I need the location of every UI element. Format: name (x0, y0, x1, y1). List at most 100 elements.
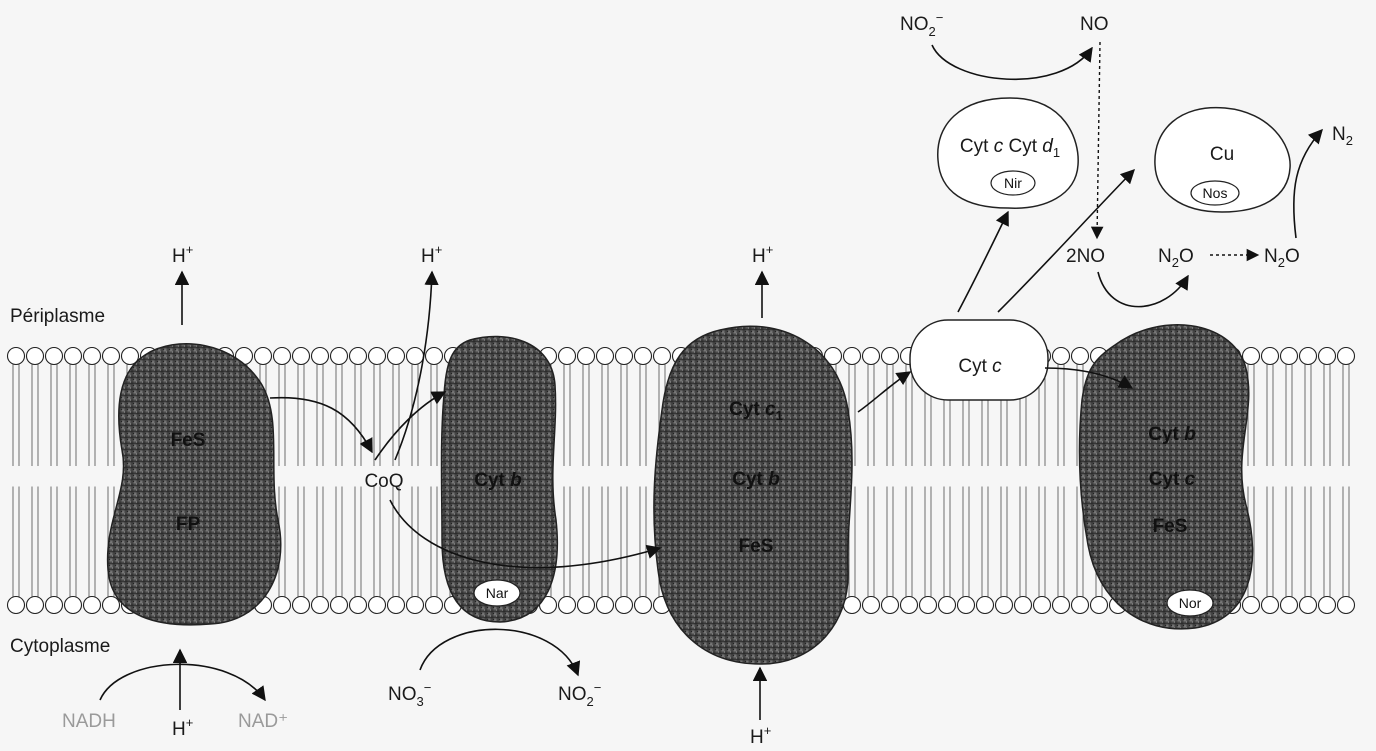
n2-label: N2 (1332, 124, 1353, 148)
lipid-head (597, 597, 614, 614)
lipid-head (388, 348, 405, 365)
lipid-head (331, 348, 348, 365)
lipid-head (958, 597, 975, 614)
complex-iii-fes-label: FeS (739, 536, 774, 557)
nitric-oxide-reductase-protein: Cyt b Cyt c FeS Nor (1080, 325, 1253, 629)
lipid-head (1015, 597, 1032, 614)
lipid-head (578, 348, 595, 365)
nadh-oxidation-arrow (100, 664, 265, 700)
lipid-head (293, 597, 310, 614)
lipid-head (616, 597, 633, 614)
lipid-head (312, 597, 329, 614)
complex-iii-cyt-c1-label: Cyt c1 (729, 399, 783, 423)
lipid-head (8, 597, 25, 614)
lipid-head (1034, 597, 1051, 614)
lipid-head (616, 348, 633, 365)
two-no-label: 2NO (1066, 246, 1105, 267)
lipid-head (1072, 597, 1089, 614)
lipid-head (312, 348, 329, 365)
coq-label: CoQ (364, 471, 403, 492)
lipid-head (635, 597, 652, 614)
lipid-head (426, 348, 443, 365)
lipid-head (65, 597, 82, 614)
complex-i-fp-label: FP (176, 514, 201, 535)
lipid-head (1072, 348, 1089, 365)
lipid-head (1319, 597, 1336, 614)
h-plus-periplasm-3: H+ (752, 242, 773, 267)
lipid-head (27, 348, 44, 365)
lipid-head (388, 597, 405, 614)
lipid-head (27, 597, 44, 614)
cytochrome-c-label: Cyt c (958, 356, 1002, 377)
no-label: NO (1080, 14, 1109, 35)
lipid-head (407, 348, 424, 365)
lipid-head (863, 597, 880, 614)
nitrate-reduction-arrow (420, 629, 578, 675)
nad-plus-label: NAD⁺ (238, 711, 288, 732)
lipid-head (46, 348, 63, 365)
lipid-head (350, 597, 367, 614)
lipid-head (1053, 597, 1070, 614)
h-plus-periplasm-2: H+ (421, 242, 442, 267)
nitrate-label: NO3− (388, 680, 431, 709)
cytochrome-c-protein: Cyt c (910, 320, 1048, 400)
lipid-head (863, 348, 880, 365)
lipid-head (939, 597, 956, 614)
no-reduction-arrow (1098, 272, 1188, 307)
n2o-label-2: N2O (1264, 246, 1300, 270)
nir-tag: Nir (1004, 175, 1022, 191)
lipid-head (331, 597, 348, 614)
nos-metal-label: Cu (1210, 144, 1234, 165)
lipid-head (1243, 597, 1260, 614)
lipid-head (1243, 348, 1260, 365)
nir-cyt-labels: Cyt c Cyt d1 (960, 136, 1060, 160)
lipid-head (407, 597, 424, 614)
coq-to-nar-arrow (375, 392, 445, 460)
lipid-head (369, 597, 386, 614)
lipid-head (901, 597, 918, 614)
lipid-head (255, 348, 272, 365)
nor-fes-label: FeS (1153, 516, 1188, 537)
lipid-head (293, 348, 310, 365)
lipid-head (559, 597, 576, 614)
complex-iii-to-cyt-c-arrow (858, 372, 910, 412)
h-plus-cytoplasm-2: H+ (750, 723, 771, 748)
nar-tag: Nar (486, 585, 509, 601)
lipid-head (84, 348, 101, 365)
nitrite-label-cytoplasm: NO2− (558, 680, 601, 709)
n2o-label-1: N2O (1158, 246, 1194, 270)
lipid-head (274, 597, 291, 614)
lipid-head (844, 348, 861, 365)
lipid-head (559, 348, 576, 365)
lipid-head (597, 348, 614, 365)
nor-tag: Nor (1179, 595, 1202, 611)
lipid-head (635, 348, 652, 365)
nitrite-reductase-protein: Cyt c Cyt d1 Nir (938, 98, 1078, 208)
lipid-head (1091, 597, 1108, 614)
lipid-head (882, 597, 899, 614)
lipid-head (996, 597, 1013, 614)
lipid-head (1319, 348, 1336, 365)
complex-iii-protein: Cyt c1 Cyt b FeS (654, 326, 852, 664)
lipid-head (882, 348, 899, 365)
nor-cyt-c-label: Cyt c (1149, 469, 1196, 490)
h-plus-periplasm-1: H+ (172, 242, 193, 267)
nor-cyt-b-label: Cyt b (1148, 424, 1196, 445)
lipid-head (1262, 348, 1279, 365)
lipid-head (1281, 348, 1298, 365)
n2o-reduction-arrow (1294, 130, 1322, 238)
nitrite-label-periplasm: NO2− (900, 10, 943, 39)
lipid-head (1338, 348, 1355, 365)
cyt-c-to-nir-arrow (958, 212, 1008, 312)
nitrate-reductase-protein: Cyt b Nar (442, 336, 558, 622)
nos-tag: Nos (1203, 185, 1228, 201)
lipid-head (1338, 597, 1355, 614)
complex-i-fes-label: FeS (171, 430, 206, 451)
lipid-head (103, 597, 120, 614)
lipid-head (1300, 348, 1317, 365)
lipid-head (84, 597, 101, 614)
lipid-head (350, 348, 367, 365)
lipid-head (426, 597, 443, 614)
lipid-head (654, 348, 671, 365)
